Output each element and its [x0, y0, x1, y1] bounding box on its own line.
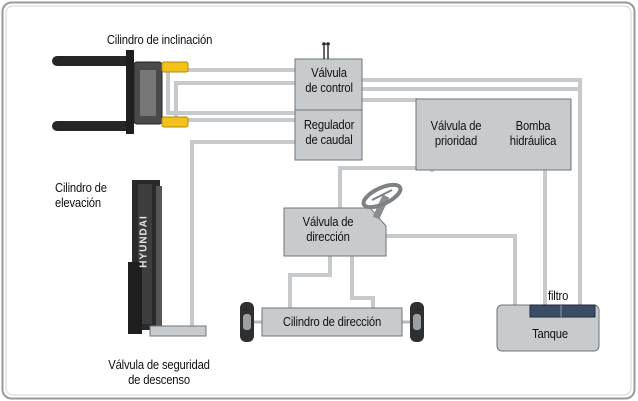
- lever-knob-1: [322, 42, 326, 46]
- lever-knob-2: [326, 42, 330, 46]
- frame-inner-line: [5, 5, 632, 396]
- upper-fork: [52, 56, 134, 66]
- control-valve-line2: de control: [305, 81, 353, 95]
- mast-brand-text: HYUNDAI: [138, 215, 150, 268]
- lowering-safety-valve-line1: Válvula de seguridad: [108, 358, 210, 372]
- steering-wheel-spoke: [371, 189, 393, 201]
- priority-valve-line2: prioridad: [434, 134, 478, 148]
- lift-cylinder-line1: Cilindro de: [55, 181, 107, 195]
- lift-cylinder-line2: elevación: [55, 196, 101, 210]
- tilt-cylinder-bottom: [161, 116, 189, 128]
- steering-valve-line1: Válvula de: [302, 215, 354, 229]
- tank-group: [496, 304, 600, 352]
- steering-valve-label: Válvula de dirección: [292, 215, 364, 245]
- tank-label: Tanque: [532, 327, 568, 341]
- priority-valve-line1: Válvula de: [430, 119, 482, 133]
- mast-base: [149, 325, 207, 337]
- mast-plate: [128, 262, 142, 334]
- right-wheel-hub: [413, 314, 421, 330]
- fork-carriage: [52, 50, 189, 134]
- steering-valve-box: [283, 207, 387, 257]
- steering-cylinder-label: Cilindro de dirección: [282, 315, 382, 329]
- tilt-cylinder-top: [161, 61, 189, 73]
- steering-wheel-icon: [361, 182, 403, 210]
- mast-brand-label: HYUNDAI: [133, 210, 155, 280]
- control-valve-block: [294, 42, 363, 161]
- filter-element: [529, 304, 596, 318]
- hydraulic-pump-line2: hidráulica: [509, 134, 557, 148]
- flow-regulator-box: [294, 109, 363, 161]
- flow-regulator-line2: de caudal: [305, 133, 353, 147]
- hydraulic-pump-label: Bomba hidráulica: [502, 119, 565, 149]
- mast-side: [156, 186, 162, 332]
- filter-label: filtro: [548, 289, 569, 303]
- flow-regulator-line1: Regulador: [303, 118, 355, 132]
- tilt-cylinder-label: Cilindro de inclinación: [106, 33, 213, 47]
- carriage-plate: [126, 50, 134, 134]
- control-valve-label: Válvula de control: [299, 66, 358, 96]
- priority-valve-label: Válvula de prioridad: [424, 119, 489, 149]
- lower-fork: [52, 121, 134, 131]
- carriage-inner: [140, 70, 156, 116]
- steering-axle-group: [240, 302, 424, 342]
- lowering-safety-valve-label: Válvula de seguridad de descenso: [92, 358, 227, 388]
- steering-valve-line2: dirección: [306, 230, 350, 244]
- priority-pump-box: [415, 98, 572, 171]
- mast: [128, 180, 207, 337]
- lift-cylinder-label: Cilindro de elevación: [55, 181, 107, 211]
- left-wheel-hub: [243, 314, 251, 330]
- control-valve-line1: Válvula: [311, 66, 347, 80]
- steering-cylinder-box: [261, 307, 403, 337]
- hydraulic-pump-line1: Bomba: [515, 119, 551, 133]
- lowering-safety-valve-line2: de descenso: [128, 373, 190, 387]
- flow-regulator-label: Regulador de caudal: [299, 118, 358, 148]
- steering-valve-group: [283, 182, 403, 257]
